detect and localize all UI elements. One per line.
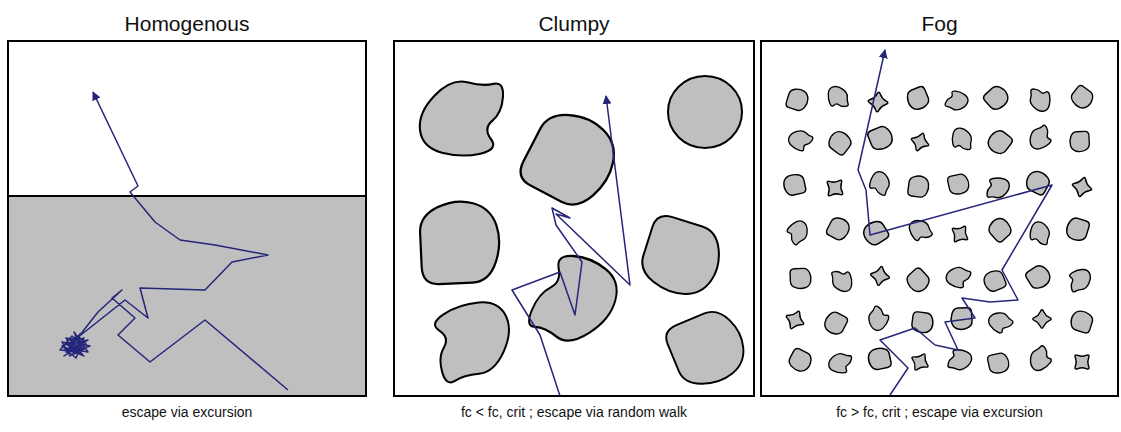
droplet (981, 267, 1009, 295)
droplet (784, 218, 813, 246)
droplet (867, 169, 892, 196)
droplet (1065, 217, 1090, 242)
clump (658, 300, 755, 397)
droplet (782, 307, 807, 332)
droplet (1069, 310, 1093, 334)
droplet (912, 312, 933, 333)
droplet (1025, 124, 1054, 152)
homogeneous-medium (8, 92, 366, 396)
droplet (948, 348, 973, 371)
droplet (945, 171, 971, 197)
droplet (822, 310, 849, 337)
droplet (825, 128, 854, 157)
droplet (1068, 84, 1096, 112)
gas-region (8, 196, 366, 396)
droplet (867, 91, 888, 112)
clumpy-medium (411, 76, 755, 397)
clump (668, 76, 742, 148)
droplet (981, 83, 1012, 114)
panel-caption: fc > fc, crit ; escape via excursion (742, 404, 1121, 420)
droplet (947, 221, 973, 247)
droplet (1025, 345, 1055, 374)
photon-path (512, 96, 630, 396)
droplet (1030, 89, 1050, 111)
panel-title: Fog (742, 12, 1121, 36)
droplet (1070, 175, 1094, 199)
droplet (985, 308, 1014, 336)
droplet (785, 87, 809, 111)
droplet (907, 349, 932, 374)
droplet (903, 266, 933, 295)
photon-path (858, 50, 1052, 395)
droplet (985, 127, 1015, 157)
clump (411, 195, 506, 291)
droplet (944, 264, 972, 290)
droplet (1029, 221, 1051, 245)
droplet (908, 130, 932, 154)
clump (420, 81, 503, 155)
droplet (1066, 267, 1094, 293)
droplet (906, 216, 933, 244)
clump (515, 104, 625, 215)
droplet (787, 347, 814, 374)
droplet (821, 174, 849, 202)
droplet (908, 176, 929, 197)
droplet (952, 128, 971, 149)
fog-medium (781, 83, 1096, 376)
droplet (864, 305, 891, 333)
droplet (827, 85, 849, 109)
droplet (1068, 348, 1095, 375)
droplet (781, 172, 808, 199)
droplet (828, 352, 852, 374)
panel-title: Homogenous (0, 12, 385, 36)
surface-line (8, 195, 366, 197)
droplet (825, 215, 852, 242)
droplet (987, 178, 1009, 198)
panel-caption: fc < fc, crit ; escape via random walk (375, 404, 773, 420)
clump (638, 213, 725, 299)
droplet (869, 265, 891, 287)
droplet (1033, 310, 1051, 328)
droplet (788, 266, 812, 290)
panel-caption: escape via excursion (0, 404, 385, 420)
droplet (786, 126, 814, 153)
droplet (985, 350, 1011, 376)
photon-path (60, 92, 288, 390)
droplet (1068, 130, 1091, 154)
panel-box: Homogenousescape via excursion (7, 40, 367, 397)
droplet (904, 84, 933, 113)
droplet (865, 123, 896, 154)
droplet (985, 215, 1015, 244)
droplet (1023, 262, 1054, 293)
droplet (944, 89, 970, 113)
panel-box: Clumpyfc < fc, crit ; escape via random … (393, 40, 755, 397)
droplet (831, 269, 853, 293)
panel-title: Clumpy (375, 12, 773, 36)
clump (423, 293, 522, 386)
panel-box: Fogfc > fc, crit ; escape via excursion (760, 40, 1119, 397)
